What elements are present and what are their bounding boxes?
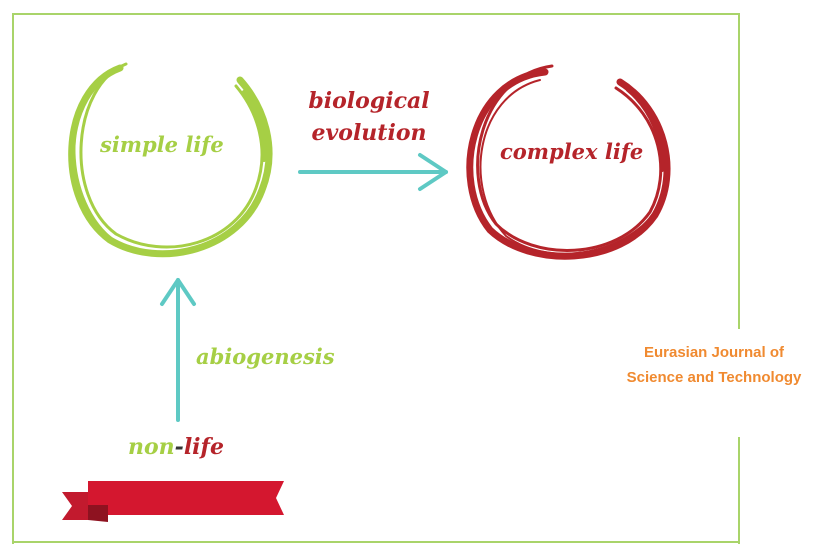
biological-evolution-line1: biological — [308, 88, 430, 114]
abiogenesis-label: abiogenesis — [196, 344, 335, 369]
simple-life-circle — [68, 62, 273, 258]
journal-watermark-line1: Eurasian Journal of — [643, 344, 785, 361]
frame-border-right-upper — [738, 13, 740, 329]
complex-life-label: complex life — [500, 139, 644, 164]
frame-border-bottom — [12, 541, 740, 543]
frame-border-left — [12, 13, 14, 544]
journal-watermark: Eurasian Journal of Science and Technolo… — [606, 340, 822, 390]
non-life-dash: - — [174, 434, 184, 460]
ribbon-banner — [62, 481, 284, 522]
non-life-label: non-life — [128, 434, 224, 460]
frame-border-right-lower — [738, 437, 740, 544]
complex-life-circle — [466, 64, 671, 260]
biological-evolution-label: biological evolution — [306, 85, 432, 149]
abiogenesis-arrow — [160, 278, 196, 422]
biological-evolution-line2: evolution — [311, 120, 427, 146]
journal-watermark-line2: Science and Technology — [626, 369, 802, 386]
simple-life-label: simple life — [100, 132, 224, 157]
non-life-part-life: life — [183, 434, 224, 460]
biological-evolution-arrow — [298, 153, 448, 191]
frame-border-top — [12, 13, 740, 15]
non-life-part-non: non — [128, 434, 175, 460]
